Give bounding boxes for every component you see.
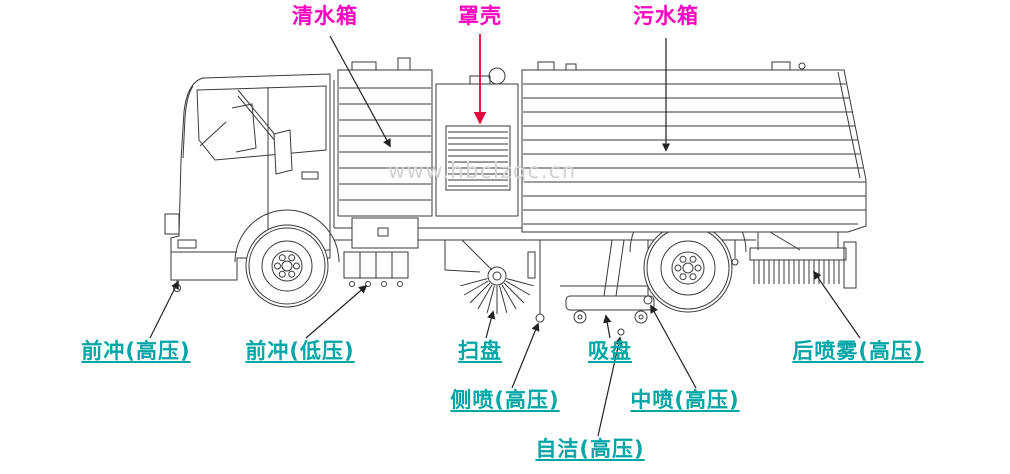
arrow-front-flush-high <box>149 280 179 339</box>
door-handle <box>301 171 319 180</box>
toolbox-latch <box>377 227 389 237</box>
arrow-mid-spray-high <box>650 304 697 389</box>
front-flush-low-box <box>343 251 409 287</box>
arrow-side-spray-high <box>511 322 540 389</box>
fog-lamp <box>177 239 197 249</box>
label-side-spray-high[interactable]: 侧喷(高压) <box>450 388 560 412</box>
annotation-arrows <box>149 34 861 437</box>
label-self-clean-high[interactable]: 自洁(高压) <box>535 437 645 461</box>
label-rear-spray-high[interactable]: 后喷雾(高压) <box>792 339 924 363</box>
label-sewage-tank: 污水箱 <box>633 4 699 28</box>
side-spray-nozzle <box>535 313 545 323</box>
arrow-rear-spray-high <box>813 270 861 339</box>
toolbox <box>351 217 419 249</box>
self-clean-nozzle <box>617 328 625 336</box>
rear-wheel <box>643 223 733 313</box>
arrow-suction-plate <box>603 314 612 339</box>
side-mirror <box>273 129 293 175</box>
rear-spray-bar <box>749 231 857 289</box>
sewage-tank <box>521 61 867 233</box>
seat-outline <box>231 103 257 153</box>
front-wheel-arch <box>234 209 340 263</box>
front-wheel <box>245 224 329 308</box>
mid-spray-nozzle <box>643 295 653 305</box>
label-clean-water-tank: 清水箱 <box>292 4 358 28</box>
louver-grille <box>445 125 511 191</box>
front-step <box>164 213 180 235</box>
label-sweep-disc[interactable]: 扫盘 <box>458 339 502 363</box>
arrow-self-clean-high <box>597 336 623 437</box>
watermark-text: www.hbclzqc.cn <box>388 159 577 183</box>
label-mid-spray-high[interactable]: 中喷(高压) <box>630 388 740 412</box>
rear-hatch-line <box>837 71 861 179</box>
label-suction-plate[interactable]: 吸盘 <box>588 339 632 363</box>
label-front-flush-high[interactable]: 前冲(高压) <box>81 339 191 363</box>
arrow-front-flush-low <box>305 284 368 339</box>
sweep-disc-assembly <box>444 239 545 323</box>
cover-shell <box>435 67 519 217</box>
wiper <box>199 121 227 147</box>
arrow-sweep-disc <box>485 310 496 339</box>
label-cover-shell: 罩壳 <box>458 4 502 28</box>
arrow-clean-water-tank <box>329 35 391 148</box>
label-front-flush-low[interactable]: 前冲(低压) <box>245 339 355 363</box>
